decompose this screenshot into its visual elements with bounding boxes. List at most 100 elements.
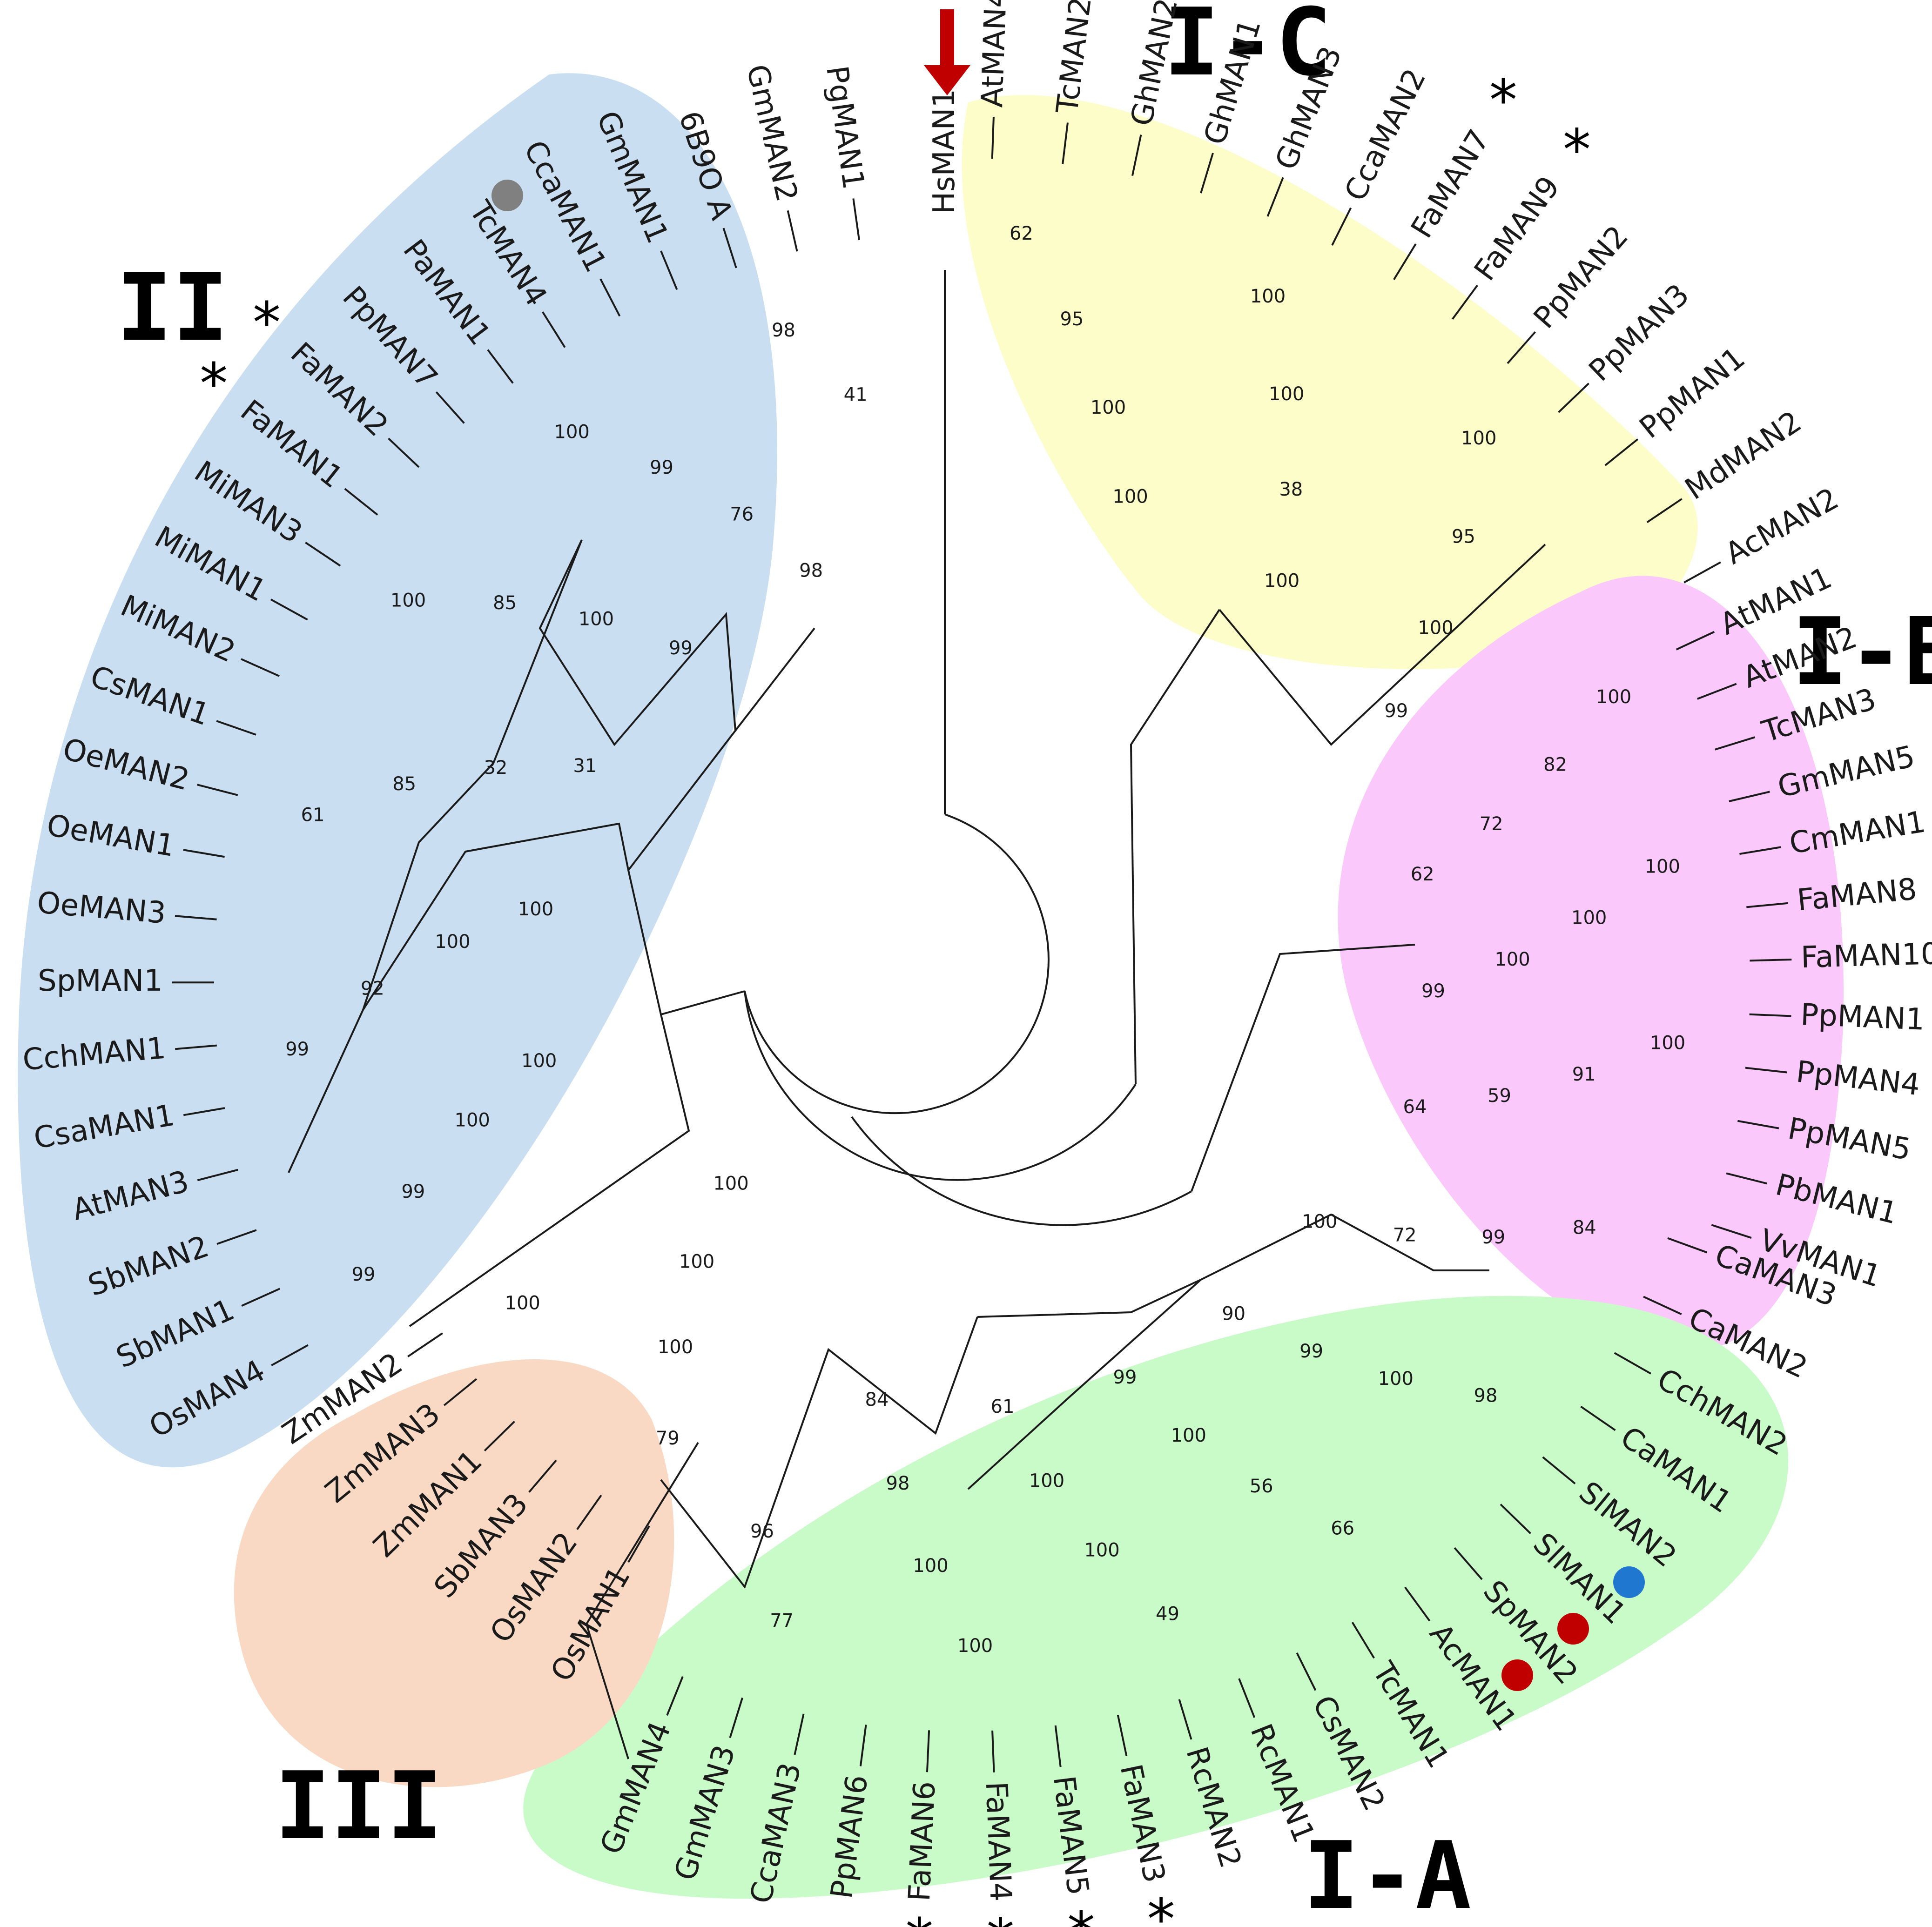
bootstrap-ia-6: 99 [1299,1341,1323,1362]
branch-tip-ii-23 [852,198,860,240]
clade-label-iii: III [275,1752,443,1860]
leaf-ic-ccaman2: CcaMAN2 [1338,63,1433,206]
bootstrap-ic-9: 95 [1452,526,1475,547]
branch-tip-ia-18 [729,1697,743,1738]
bootstrap-ib-10: 59 [1488,1085,1511,1107]
clade-label-ib: I-B [1792,598,1932,706]
bootstrap-ii-15: 99 [669,638,693,659]
bootstrap-ia-16: 100 [957,1635,993,1657]
branch-tip-ia-2 [1614,1352,1651,1375]
asterisk-faman6: * [905,1907,933,1927]
branch-tip-ii-20 [660,250,678,290]
bootstrap-ib-4: 100 [1645,856,1680,878]
bootstrap-ib-0: 100 [1596,686,1631,708]
leaf-ic-mdman2: MdMAN2 [1679,404,1808,507]
bootstrap-ib-2: 72 [1480,813,1503,835]
branch-tip-ib-8 [1745,1067,1787,1074]
clade-label-ic: I-C [1164,0,1332,97]
bootstrap-ii-0: 99 [352,1264,376,1285]
bootstrap-ii-7: 100 [518,899,553,920]
branch-tip-ic-1 [1062,122,1069,165]
bootstrap-ib-11: 64 [1403,1096,1427,1118]
bootstrap-ia-21: 96 [750,1521,774,1542]
bootstrap-ii-14: 100 [579,609,614,630]
bootstrap-ic-3: 100 [1112,486,1148,508]
bootstrap-ib-8: 100 [1650,1033,1685,1054]
branch-tip-iii-5 [407,1332,443,1357]
bootstrap-iii-0: 79 [656,1428,680,1449]
branch-tip-ia-1 [1643,1296,1682,1316]
branch-tip-ii-19 [599,278,621,317]
branch-tip-ic-7 [1452,285,1478,320]
bootstrap-ia-17: 100 [913,1555,948,1577]
bootstrap-ia-12: 49 [1156,1604,1179,1625]
bootstrap-ii-8: 61 [301,804,325,826]
branch-tip-ib-1 [1697,683,1737,700]
bootstrap-ii-13: 85 [493,592,517,614]
bootstrap-ic-0: 62 [1010,223,1033,244]
asterisk-markers: ********** [200,68,1591,1927]
branch-tip-ib-7 [1749,1013,1791,1017]
bootstrap-ia-10: 100 [1171,1425,1206,1446]
branch-tip-ic-10 [1604,438,1639,466]
bootstrap-iii-1: 100 [658,1336,693,1358]
bootstrap-ii-20: 98 [772,320,795,341]
bootstrap-ic-4: 100 [1250,286,1286,307]
clade-ic-region [962,95,1698,669]
asterisk-faman3: * [1147,1887,1175,1927]
leaf-ic-atman4: AtMAN4 [975,0,1014,108]
branch-tip-ii-1 [241,1288,281,1307]
branch-tip-ic-2 [1131,134,1142,176]
bootstrap-ib-6: 100 [1494,949,1530,970]
red-marker-slman2 [1557,1613,1589,1645]
branch-tip-ia-11 [1178,1699,1192,1740]
branch-tip-iii-3 [484,1421,515,1451]
bootstrap-ii-10: 32 [484,757,507,779]
branch-tip-iii-4 [443,1378,478,1406]
branch-tip-ii-17 [487,349,514,384]
leaf-ii-spman1: SpMAN1 [38,964,163,998]
bootstrap-ii-17: 99 [650,457,673,478]
branch-tip-ii-5 [175,1044,217,1050]
branch-tip-ib-5 [1746,902,1789,908]
bootstrap-ia-0: 84 [1573,1217,1596,1239]
bootstrap-ii-1: 99 [401,1181,425,1202]
asterisk-faman2: * [253,291,281,356]
bootstrap-ii-6: 100 [435,931,470,953]
bootstrap-ii-19: 98 [799,560,823,582]
branch-tip-ii-3 [197,1168,238,1182]
branch-tip-ic-5 [1331,207,1352,246]
bootstrap-iii-2: 100 [679,1251,714,1272]
branch-tip-iii-1 [576,1494,602,1530]
bootstrap-ii-12: 100 [390,590,426,611]
leaf-ic-tcman2: TcMAN2 [1050,0,1098,116]
leaf-ic-ppman2: PpMAN2 [1527,219,1635,335]
leaf-ic-acman2: AcMAN2 [1720,482,1844,571]
bootstrap-ii-5: 92 [361,978,384,1000]
bootstrap-ib-5: 100 [1571,907,1607,929]
branch-tip-ib-4 [1739,846,1781,855]
bootstrap-ia-1: 99 [1481,1227,1505,1248]
branch-tip-ic-0 [991,117,995,159]
leaf-ic-faman7: FaMAN7 [1405,124,1497,244]
leaf-ib-ppman1: PpMAN1 [1800,998,1925,1037]
red-marker-slman1 [1501,1659,1533,1691]
bootstrap-ia-7: 90 [1222,1303,1245,1324]
branch-tip-ia-3 [1580,1405,1616,1431]
asterisk-faman5: * [1067,1900,1095,1927]
branch-tip-ia-0 [1667,1237,1708,1254]
branch-tip-ia-17 [794,1713,805,1755]
branch-tip-ia-4 [1542,1456,1576,1484]
branch-tip-ib-3 [1729,791,1770,802]
bootstrap-ic-2: 100 [1091,397,1126,418]
asterisk-faman4: * [987,1907,1015,1927]
leaf-ib-faman10: FaMAN10 [1800,937,1932,975]
branch-tip-ia-6 [1454,1547,1483,1580]
tree-branches [288,270,1546,1759]
branch-tip-ii-8 [183,849,225,858]
bootstrap-ia-18: 98 [886,1473,910,1494]
outgroup-label: HsMAN1 [927,89,962,214]
leaf-ic-ppman1: PpMAN1 [1633,341,1751,445]
bootstrap-ia-3: 100 [1302,1211,1337,1233]
